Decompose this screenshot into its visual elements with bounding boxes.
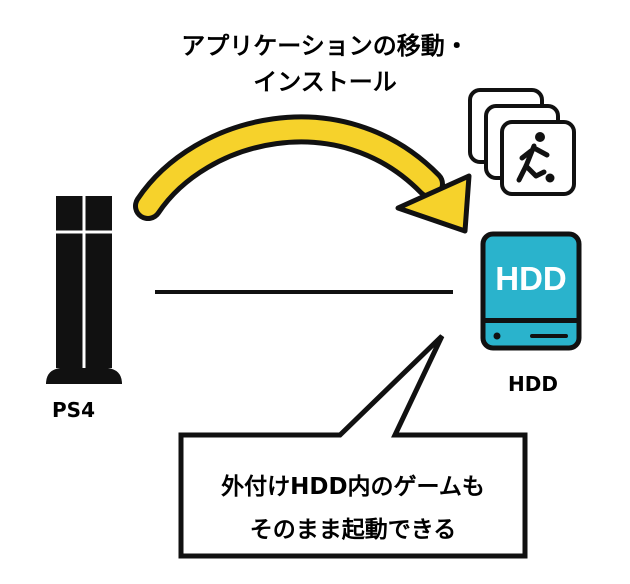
person-kicking-ball-icon	[516, 132, 555, 183]
transfer-arrow-shaft-fill	[138, 119, 440, 216]
hdd-badge-text: HDD	[495, 260, 567, 297]
title-line-1: アプリケーションの移動・	[181, 32, 469, 60]
title-line-2: インストール	[253, 68, 397, 96]
hdd-device-icon: HDD	[480, 231, 582, 351]
ps4-console-icon	[46, 196, 122, 384]
callout-line-2: そのまま起動できる	[249, 517, 457, 543]
transfer-arrow	[133, 114, 472, 234]
transfer-arrow-head	[395, 173, 472, 234]
callout-bubble	[178, 334, 528, 559]
app-card-stack	[468, 88, 576, 196]
ps4-label: PS4	[52, 398, 95, 422]
hdd-label: HDD	[508, 372, 558, 396]
callout-line-1: 外付けHDD内のゲームも	[221, 474, 485, 500]
